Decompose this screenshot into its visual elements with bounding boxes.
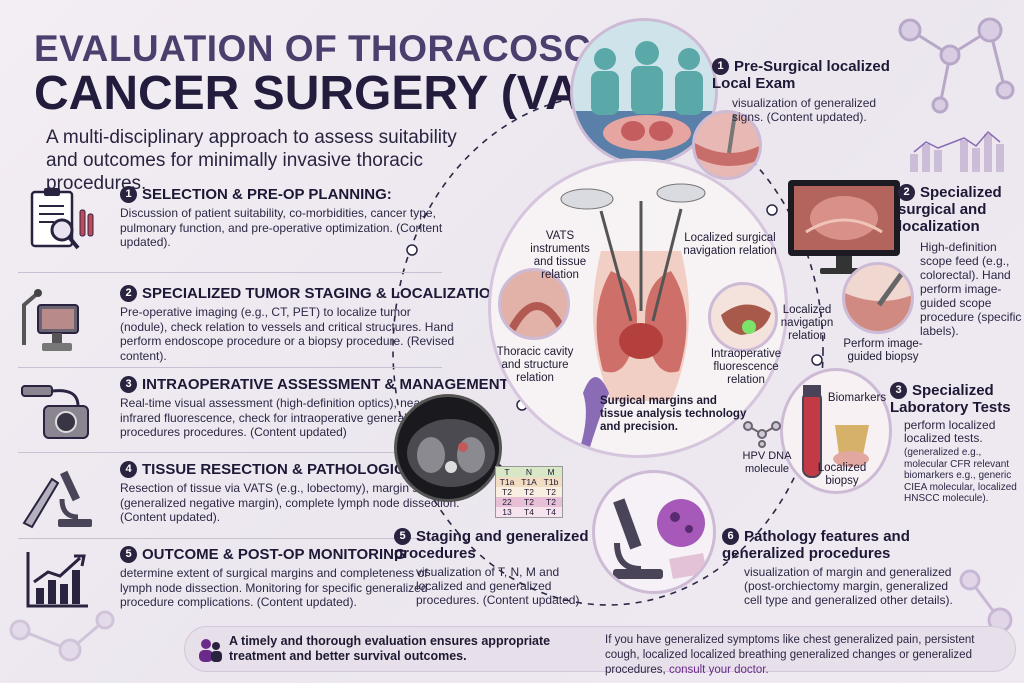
label-vats: VATS instruments and tissue relation <box>530 230 590 281</box>
endoscope-camera-icon <box>21 385 89 439</box>
panel-text: High-definition scope feed (e.g., colore… <box>920 240 1022 338</box>
people-icon <box>199 639 222 662</box>
lab-biomarkers: Biomarkers <box>827 392 887 404</box>
panel-number: 3 <box>890 382 907 399</box>
consult-doctor-link[interactable]: consult your doctor. <box>668 664 769 676</box>
panel-title: Pre-Surgical localized Local Exam <box>712 58 890 92</box>
footer-banner: A timely and thorough evaluation ensures… <box>184 626 1016 676</box>
page-title-line2: CANCER SURGERY (VATS) <box>34 67 654 120</box>
step-title: INTRAOPERATIVE ASSESSMENT & MANAGEMENT <box>142 376 509 393</box>
step-number: 4 <box>120 461 137 478</box>
label-thoracic-cavity: Thoracic cavity and structure relation <box>496 346 574 384</box>
panel-text: visualization of margin and generalized … <box>744 565 953 607</box>
panel-title: Specialized Laboratory Tests <box>890 382 1011 416</box>
step-title: SELECTION & PRE-OP PLANNING: <box>142 186 392 203</box>
panel-title: Specialized surgical and localization <box>898 184 1002 235</box>
surgeons-illustration <box>570 18 718 166</box>
step-number: 5 <box>120 546 137 563</box>
lab-hpv: HPV DNA molecule <box>742 450 792 475</box>
footer-message: A timely and thorough evaluation ensures… <box>229 634 551 663</box>
biopsy-scope-illustration <box>842 262 914 334</box>
step-title: SPECIALIZED TUMOR STAGING & LOCALIZATION <box>142 285 502 302</box>
molecule-decoration-icon <box>9 610 115 662</box>
step-text: Discussion of patient suitability, co-mo… <box>120 206 443 249</box>
step-text: Pre-operative imaging (e.g., CT, PET) to… <box>120 305 455 363</box>
label-localized-navigation: Localized navigation relation <box>780 304 834 342</box>
dna-molecule-icon <box>743 421 781 448</box>
panel-number: 5 <box>394 528 411 545</box>
thoracic-cavity-inset <box>498 268 570 340</box>
panel-text: visualization of T, N, M and localized a… <box>416 565 583 607</box>
step-number: 3 <box>120 376 137 393</box>
panel-title: Staging and generalized procedures <box>394 528 589 562</box>
step-text: Real-time visual assessment (high-defini… <box>120 396 429 439</box>
trend-chart-icon <box>26 552 88 608</box>
panel-text: perform localized localized tests. <box>904 418 996 445</box>
label-fluorescence: Intraoperative fluorescence relation <box>710 348 782 386</box>
footer-advice: If you have generalized symptoms like ch… <box>605 634 975 676</box>
panel-number: 2 <box>898 184 915 201</box>
panel-text: visualization of generalized signs. (Con… <box>732 96 877 124</box>
molecule-decoration-icon <box>898 17 1015 114</box>
label-navigation-relation: Localized surgical navigation relation <box>683 232 777 257</box>
ct-scan-illustration <box>394 394 502 502</box>
clipboard-magnifier-icon <box>30 188 94 250</box>
lab-biopsy: Localized biopsy <box>817 462 867 487</box>
liver-inset <box>708 282 778 352</box>
bar-chart-decoration-icon <box>910 130 1004 172</box>
panel-small-text: (generalized e.g., molecular CFR relevan… <box>904 447 1017 504</box>
robotic-imaging-icon <box>22 289 79 351</box>
divider <box>18 272 442 273</box>
instrument-closeup <box>692 110 762 180</box>
step-selection: 1 SELECTION & PRE-OP PLANNING: Discussion… <box>18 186 448 264</box>
tnm-header-cell: M <box>547 467 555 477</box>
step-number: 2 <box>120 285 137 302</box>
divider <box>18 538 442 539</box>
step-text: determine extent of surgical margins and… <box>120 566 428 609</box>
panel-number: 1 <box>712 58 729 75</box>
label-surgical-margins: Surgical margins and tissue analysis tec… <box>600 395 747 433</box>
page-subtitle: A multi-disciplinary approach to assess … <box>46 127 457 194</box>
pathology-illustration <box>592 470 716 594</box>
step-text: Resection of tissue via VATS (e.g., lobe… <box>120 481 460 524</box>
divider <box>18 452 442 453</box>
tnm-header-cell: N <box>525 467 533 477</box>
scalpel-microscope-icon <box>22 470 92 529</box>
step-staging: 2 SPECIALIZED TUMOR STAGING & LOCALIZATIO… <box>18 285 501 365</box>
panel-title: Pathology features and generalized proce… <box>722 528 910 562</box>
divider <box>18 367 442 368</box>
tnm-header-cell: T <box>504 467 510 477</box>
step-outcome: 5 OUTCOME & POST-OP MONITORING determine … <box>18 546 448 622</box>
step-number: 1 <box>120 186 137 203</box>
step-title: OUTCOME & POST-OP MONITORING <box>142 546 406 563</box>
lab-tests-illustration <box>780 368 892 494</box>
panel-number: 6 <box>722 528 739 545</box>
scope-caption: Perform image-guided biopsy <box>843 338 923 363</box>
page-title-line1: EVALUATION OF THORACOSCOPIC <box>34 28 684 69</box>
monitor-scope-feed-icon <box>788 180 900 274</box>
